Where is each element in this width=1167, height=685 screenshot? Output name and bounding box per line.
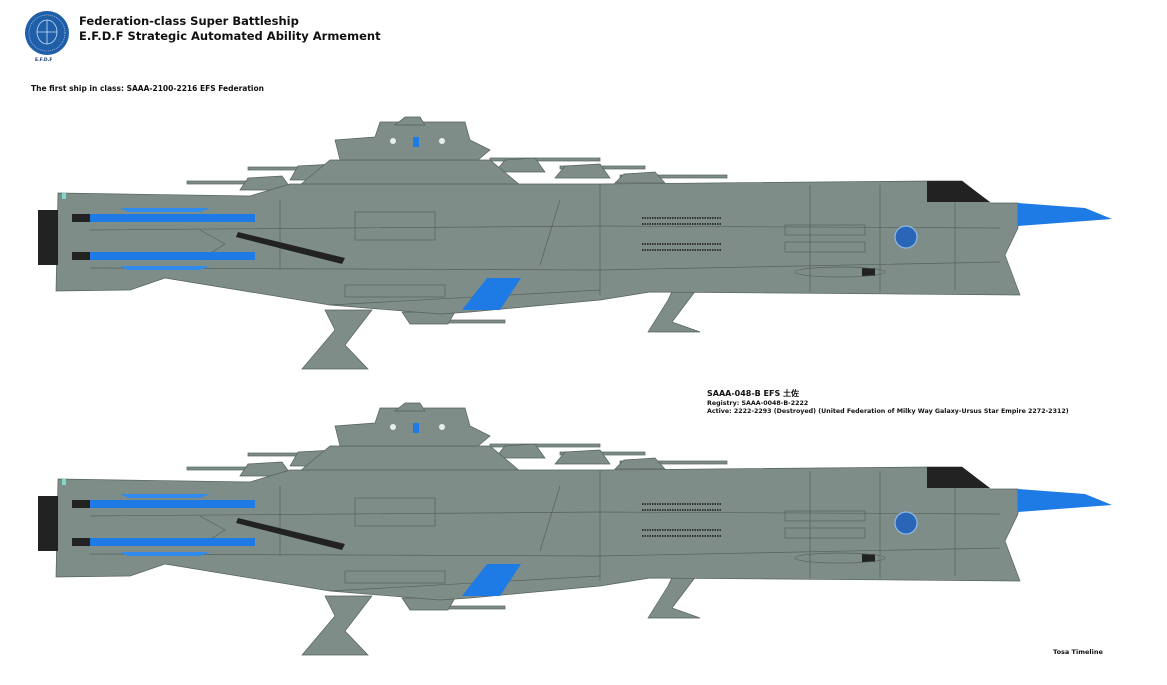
second-ship-registry: Registry: SAAA-0048-B-2222 — [707, 400, 809, 407]
efdf-logo — [25, 11, 69, 55]
second-ship-name: SAAA-048-B EFS 土佐 — [707, 389, 800, 398]
second-ship-active: Active: 2222-2293 (Destroyed) (United Fe… — [707, 408, 1069, 415]
ship-federation-drawing — [37, 116, 1113, 370]
first-ship-label: The first ship in class: SAAA-2100-2216 … — [31, 84, 264, 93]
logo-caption: E.F.D.F — [35, 58, 53, 63]
ship-tosa-drawing — [37, 402, 1113, 656]
page-subtitle: E.F.D.F Strategic Automated Ability Arme… — [79, 29, 381, 43]
credit: Tosa Timeline — [1053, 648, 1103, 656]
page-title: Federation-class Super Battleship — [79, 14, 299, 28]
